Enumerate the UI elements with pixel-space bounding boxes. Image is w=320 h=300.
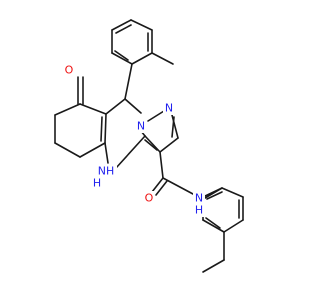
- amide-oxygen-label: O: [145, 192, 154, 205]
- ring-c8-c9-bond: [79, 103, 107, 115]
- molecule-structure: O N N NH H O N H: [54, 19, 244, 273]
- tolyl-bot-methyl-bond-b: [202, 259, 225, 273]
- pyrazole-c-c-bond: [159, 137, 179, 153]
- pyrazole-n2-c-bond: [171, 114, 179, 139]
- amine-h-label: H: [93, 177, 101, 190]
- pyrazole-c-c3a-bond: [144, 135, 161, 153]
- atom-label-layer: O N N NH H O N H: [63, 63, 205, 217]
- ring-c9-n1-bond: [124, 98, 142, 114]
- tolyl-top-bond-4: [131, 52, 153, 65]
- ring-c8-c7-bond: [54, 103, 81, 116]
- c3-carbonyl-bond: [159, 151, 164, 179]
- ring-c4a-nh-bond: [104, 142, 109, 164]
- pyrazole-double-inner: [171, 116, 175, 138]
- bond-layer: [54, 19, 244, 273]
- tolyl-top-inner-3: [114, 50, 129, 61]
- ketone-oxygen-label: O: [65, 64, 74, 77]
- tolyl-bot-bond-3: [223, 219, 244, 233]
- amide-nitrogen-atom: N H: [193, 191, 205, 217]
- ring-c6-c5-bond: [54, 142, 81, 158]
- pyrazole-n2-atom: N: [163, 101, 175, 115]
- pyrazole-n1-n2-bond: [147, 110, 165, 122]
- pyrazole-n1-label: N: [137, 120, 145, 133]
- ring-c5-c4a-bond: [79, 142, 106, 158]
- ring-c8a-c9-bond: [105, 98, 126, 115]
- tolyl-top-inner-1: [115, 24, 132, 34]
- ketone-oxygen-atom: O: [63, 63, 75, 77]
- tolyl-bot-bond-6: [202, 187, 223, 198]
- tolyl-bot-bond-4: [202, 219, 225, 233]
- pyrazole-n2-label: N: [165, 102, 173, 115]
- amide-co-double-1: [151, 177, 164, 193]
- ch-to-tolyl-bond: [124, 63, 133, 100]
- pyrazole-double-inner-2: [144, 139, 158, 151]
- pyrazole-c3a-nh-bond: [115, 135, 146, 169]
- pyrazole-n1-atom: N: [135, 119, 147, 133]
- amide-c-n-bond: [162, 177, 194, 195]
- amide-oxygen-atom: O: [143, 191, 155, 205]
- amine-nh-atom: NH H: [93, 164, 117, 190]
- tolyl-top-bond-5: [111, 52, 133, 65]
- amine-nh-label: NH: [98, 165, 115, 178]
- tolyl-bot-inner-2: [205, 217, 221, 229]
- tolyl-top-methyl-bond: [151, 52, 174, 65]
- tolyl-bot-bond-1: [221, 187, 244, 198]
- amide-n-label: N: [195, 192, 203, 205]
- amide-co-double-2: [155, 180, 168, 196]
- ring-double-inner: [100, 116, 103, 142]
- tolyl-bot-inner-3: [206, 191, 223, 200]
- ring-c4a-c8a-bond: [104, 113, 107, 144]
- amide-h-label: H: [195, 204, 203, 217]
- tolyl-top-bond-2: [130, 19, 153, 31]
- tolyl-top-bond-1: [111, 19, 132, 31]
